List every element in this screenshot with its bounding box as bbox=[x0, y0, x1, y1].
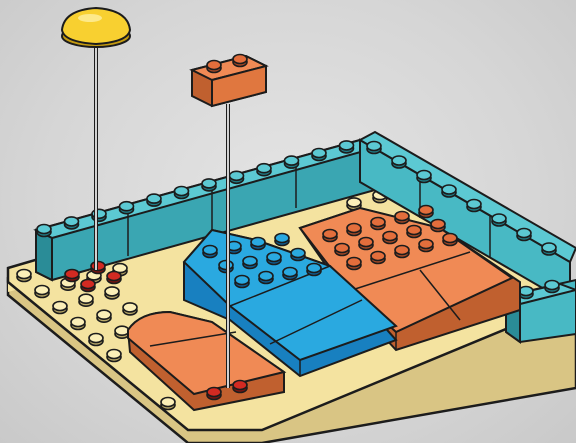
wall-stud bbox=[492, 214, 506, 226]
block-stud bbox=[235, 276, 249, 288]
block-stud bbox=[291, 249, 305, 261]
bed-stud bbox=[395, 246, 409, 258]
wall-stud bbox=[202, 179, 216, 191]
bed-stud bbox=[395, 212, 409, 224]
bed-stud bbox=[347, 258, 361, 270]
plate-stud bbox=[105, 287, 119, 299]
wall-stud bbox=[367, 142, 381, 154]
block-stud bbox=[243, 257, 257, 269]
plate-stud bbox=[53, 302, 67, 314]
bed-stud bbox=[323, 230, 337, 242]
bed-stud bbox=[443, 234, 457, 246]
wall-stud bbox=[37, 225, 51, 237]
wall-stud bbox=[147, 194, 161, 206]
wall-stud bbox=[120, 202, 134, 214]
plate-stud bbox=[71, 318, 85, 330]
plate-stud bbox=[17, 270, 31, 282]
wall-stud bbox=[175, 187, 189, 199]
wall-stud bbox=[65, 217, 79, 229]
block-stud bbox=[259, 272, 273, 284]
wall-stud bbox=[340, 141, 354, 153]
plate-stud bbox=[107, 350, 121, 362]
bed-stud bbox=[419, 206, 433, 218]
orange-2x1-brick bbox=[192, 55, 266, 107]
block-stud bbox=[275, 234, 289, 246]
wall-stud bbox=[285, 156, 299, 168]
bed-stud bbox=[383, 232, 397, 244]
bed-stud bbox=[371, 252, 385, 264]
wall-stud bbox=[392, 156, 406, 168]
plate-stud bbox=[115, 326, 129, 338]
bed-stud bbox=[347, 224, 361, 236]
block-stud bbox=[283, 268, 297, 280]
wall-stud bbox=[230, 171, 244, 183]
plate-stud bbox=[123, 303, 137, 315]
bed-stud bbox=[431, 220, 445, 232]
block-stud bbox=[251, 238, 265, 250]
wall-stud bbox=[257, 164, 271, 176]
wall-stud bbox=[312, 149, 326, 161]
wall-stud bbox=[442, 185, 456, 197]
block-stud bbox=[307, 264, 321, 276]
bed-stud bbox=[359, 238, 373, 250]
wall-stud bbox=[467, 200, 481, 212]
wall-stud bbox=[542, 243, 556, 255]
plate-stud bbox=[161, 398, 175, 410]
yellow-round-tile bbox=[62, 8, 130, 47]
bed-stud bbox=[419, 240, 433, 252]
bed-stud bbox=[371, 218, 385, 230]
block-stud bbox=[267, 253, 281, 265]
plate-stud bbox=[35, 286, 49, 298]
bed-stud bbox=[335, 244, 349, 256]
plate-stud bbox=[79, 294, 93, 306]
plate-stud bbox=[97, 310, 111, 322]
block-stud bbox=[203, 246, 217, 258]
wall-stud bbox=[517, 229, 531, 241]
plate-stud bbox=[89, 334, 103, 346]
wall-stud bbox=[417, 171, 431, 183]
bed-stud bbox=[407, 226, 421, 238]
